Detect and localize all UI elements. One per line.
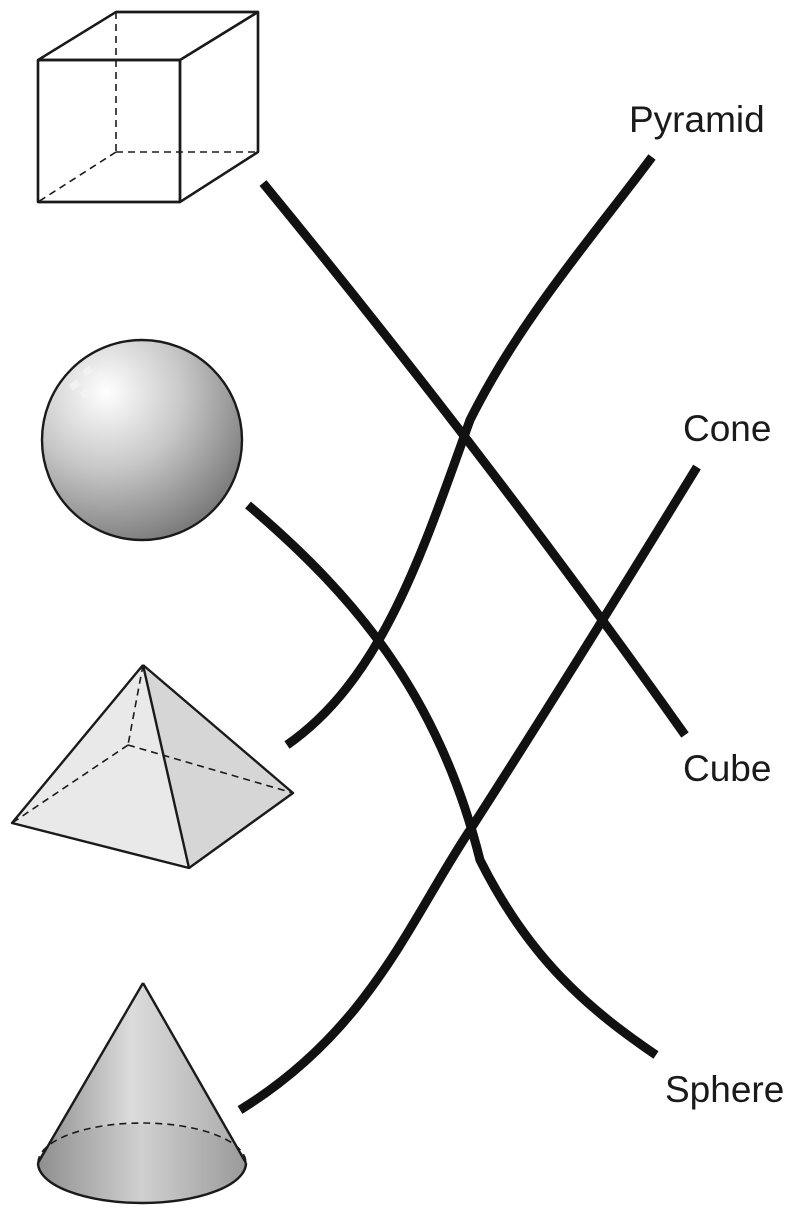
label-pyramid: Pyramid bbox=[629, 99, 765, 140]
cube-shape[interactable] bbox=[36, 10, 260, 204]
label-cone: Cone bbox=[683, 408, 771, 449]
line-sphere-to-sphere-label[interactable] bbox=[245, 501, 659, 1059]
line-cone-to-cone-label[interactable] bbox=[237, 464, 701, 1114]
sphere-shape[interactable] bbox=[40, 338, 244, 542]
label-cube: Cube bbox=[683, 748, 771, 789]
label-sphere: Sphere bbox=[665, 1069, 784, 1110]
pyramid-shape[interactable] bbox=[10, 664, 295, 870]
line-pyramid-to-pyramid-label[interactable] bbox=[284, 154, 656, 749]
sphere-highlight bbox=[69, 365, 105, 399]
cone-shape[interactable] bbox=[36, 982, 248, 1205]
line-cube-to-cube-label[interactable] bbox=[259, 180, 689, 738]
